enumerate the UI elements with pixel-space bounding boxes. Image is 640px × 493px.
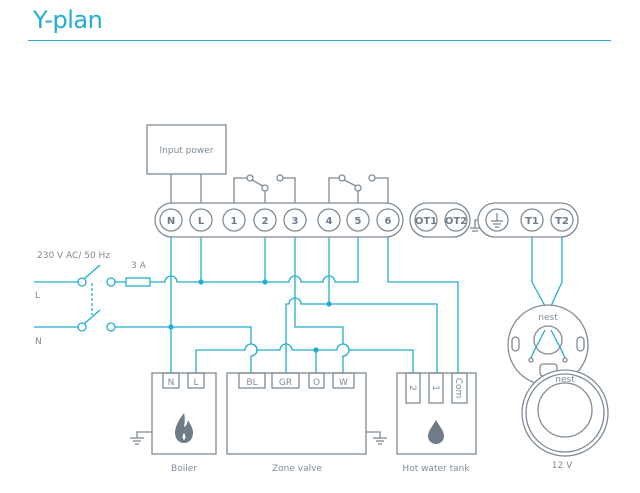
isolator-switch [34, 264, 151, 332]
terminal-label: OT2 [445, 216, 467, 227]
terminal-6 [376, 208, 400, 232]
boiler-terminal-l: L [193, 378, 198, 388]
supply-voltage-label: 230 V AC/ 50 Hz [37, 251, 110, 261]
junction-dot [168, 324, 174, 330]
title-divider [28, 40, 611, 41]
input-power-label: Input power [160, 146, 214, 156]
terminal-4 [317, 208, 341, 232]
terminal-2 [253, 208, 277, 232]
input-power-box: Input power [146, 124, 227, 203]
zone-valve-label: Zone valve [272, 464, 322, 474]
opentherm-terminal-strip [409, 202, 471, 238]
junction-dot [262, 279, 268, 285]
water-drop-icon [428, 420, 444, 444]
terminal-ot1 [414, 208, 438, 232]
hot-water-tank-label: Hot water tank [402, 464, 470, 474]
zone-valve: BL GR O W Zone valve [226, 372, 387, 474]
terminal-t2 [550, 208, 574, 232]
terminal-label: 6 [385, 216, 392, 227]
terminal-5 [346, 208, 370, 232]
tank-terminal-com: Com [453, 378, 463, 399]
zone-valve-terminal-o: O [313, 378, 320, 388]
terminal-label: T1 [525, 216, 539, 227]
terminal-n [159, 208, 183, 232]
heat-link-terminal-strip [154, 202, 404, 238]
terminal-label: 2 [262, 216, 269, 227]
zone-valve-terminal-gr: GR [279, 378, 292, 388]
relay-switch-2 [328, 174, 389, 203]
zone-valve-terminal-w: W [339, 378, 348, 388]
terminal-t1 [520, 208, 544, 232]
fuse-rating-label: 3 A [131, 261, 147, 271]
flame-icon [175, 413, 193, 443]
hot-water-tank: 2 1 Com Hot water tank [396, 372, 477, 474]
backplate-brand: nest [538, 313, 558, 323]
terminal-label: N [167, 216, 175, 227]
fuse-icon [125, 277, 151, 287]
wiring [115, 237, 566, 373]
junction-dot [198, 279, 204, 285]
terminal-label: 5 [355, 216, 362, 227]
terminal-l [189, 208, 213, 232]
terminal-ot2 [444, 208, 468, 232]
live-label: L [35, 291, 40, 301]
zone-valve-terminal-bl: BL [246, 378, 257, 388]
terminal-label: 3 [292, 216, 299, 227]
tank-terminal-1: 1 [430, 385, 440, 391]
terminal-label: T2 [555, 216, 569, 227]
terminal-label: OT1 [415, 216, 437, 227]
neutral-label: N [35, 337, 42, 347]
nest-thermostat: nest nest 12 V [507, 304, 609, 471]
boiler: N L Boiler [130, 372, 217, 474]
junction-dot [326, 301, 332, 307]
thermostat-voltage-label: 12 V [552, 461, 573, 471]
terminal-label: L [198, 216, 205, 227]
ground-icon [470, 208, 509, 232]
boiler-terminal-n: N [168, 378, 175, 388]
page-title: Y-plan [33, 6, 103, 34]
terminal-3 [283, 208, 307, 232]
thermostat-brand: nest [555, 375, 575, 385]
tank-terminal-2: 2 [407, 385, 417, 391]
terminal-1 [222, 208, 246, 232]
junction-dot [313, 347, 319, 353]
boiler-label: Boiler [171, 464, 197, 474]
terminal-label: 4 [326, 216, 333, 227]
relay-switch-1 [233, 174, 296, 203]
terminal-label: 1 [231, 216, 238, 227]
